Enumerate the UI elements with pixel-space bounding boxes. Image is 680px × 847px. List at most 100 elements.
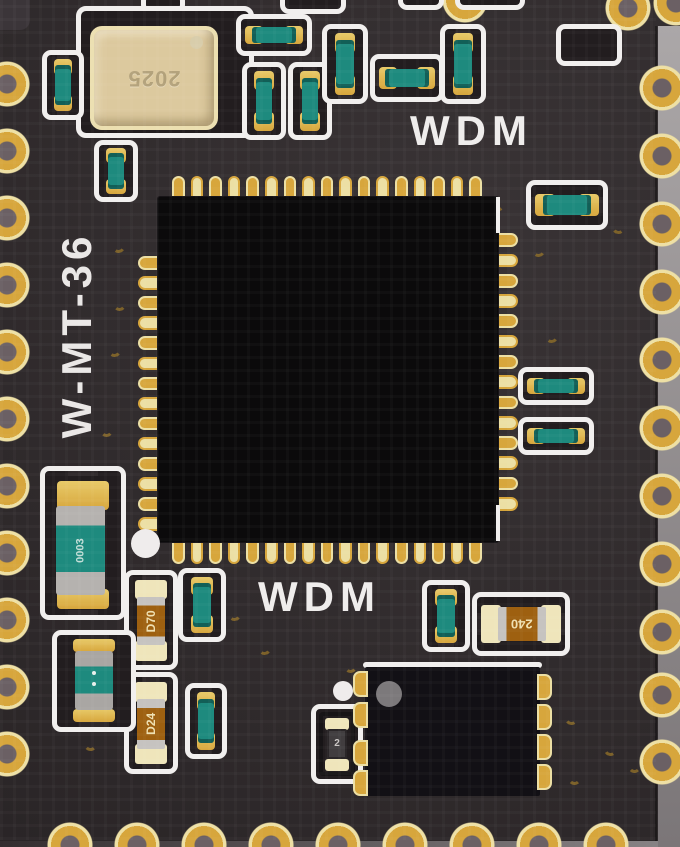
component-c5 (370, 54, 444, 102)
via-mark (627, 759, 642, 774)
capacitor-body (255, 77, 273, 125)
via-mark (611, 220, 626, 235)
outline-gap (303, 130, 317, 135)
castellated-pad-left (0, 664, 30, 710)
outline-gap (56, 55, 70, 60)
castellated-pad-bottom (315, 822, 361, 847)
via-mark (563, 710, 580, 727)
outline-gap (257, 67, 271, 72)
component-c8 (94, 140, 138, 202)
solder-pad (73, 638, 115, 653)
ic-pin1-dot (376, 681, 402, 707)
backdrop-top-left-corner (0, 0, 30, 30)
capacitor-body (542, 195, 592, 215)
outline-gap (67, 471, 99, 476)
chip-silkscreen-tick (496, 505, 500, 541)
castellated-pad-right (639, 541, 680, 587)
castellated-pad-right (639, 65, 680, 111)
component-c6 (440, 24, 486, 104)
castellated-pad-bottom (181, 822, 227, 847)
component-fp1 (556, 24, 622, 66)
outline-gap (199, 749, 213, 754)
outline-gap (560, 613, 565, 635)
via-mark (83, 737, 98, 752)
outline-gap (303, 67, 317, 72)
via-mark (602, 741, 619, 758)
component-c7 (42, 50, 84, 120)
castellated-pad-left (0, 61, 30, 107)
outline-gap (455, 94, 471, 99)
castellated-pad-top (653, 0, 680, 26)
capacitor-body (454, 40, 472, 88)
component-r3: 240 (472, 592, 570, 656)
outline-gap (584, 380, 589, 392)
outline-gap (438, 585, 454, 590)
footprint-outline (455, 0, 525, 10)
outline-gap (523, 380, 528, 392)
outline-gap (523, 430, 528, 442)
component-c9 (526, 180, 608, 230)
outline-gap (337, 94, 353, 99)
castellated-pad-right (639, 133, 680, 179)
capacitor-body (436, 594, 456, 638)
outline-gap (434, 70, 439, 86)
castellated-pad-bottom (47, 822, 93, 847)
outline-gap (79, 635, 109, 640)
outline-gap (199, 688, 213, 693)
capacitor-body (251, 27, 297, 43)
ic-pad-right (537, 674, 552, 700)
castellated-pad-left (0, 128, 30, 174)
castellated-pad-left (0, 195, 30, 241)
crystal-pin1-dot (190, 36, 203, 49)
castellated-pad-left (0, 530, 30, 576)
outline-gap (241, 28, 246, 42)
outline-gap (142, 660, 160, 665)
capacitor-body (336, 40, 354, 88)
castellated-pad-right (639, 405, 680, 451)
bead-dot (91, 670, 96, 675)
solder-pad (541, 604, 561, 644)
castellated-pad-right (639, 269, 680, 315)
outline-gap (584, 430, 589, 442)
ic-pad-right (537, 764, 552, 790)
via-mark (112, 297, 127, 312)
capacitor-body (107, 153, 125, 189)
ic-pad-right (537, 704, 552, 730)
solder-pad (135, 640, 167, 661)
castellated-pad-bottom (583, 822, 629, 847)
castellated-pad-right (639, 201, 680, 247)
outline-gap (257, 130, 271, 135)
component-c14 (185, 683, 227, 759)
capacitor-body (385, 68, 429, 88)
chip-pin1-dot (131, 529, 160, 558)
outline-gap (531, 197, 536, 213)
castellated-pad-right (639, 473, 680, 519)
footprint-outline (280, 0, 346, 14)
solder-pad (57, 481, 109, 510)
resistor-body: 2 (326, 729, 348, 759)
solder-pad (135, 681, 167, 702)
ic-pad-right (537, 734, 552, 760)
component-c11 (518, 417, 594, 455)
castellated-pad-left (0, 731, 30, 777)
component-c1 (236, 14, 312, 56)
outline-gap (194, 573, 210, 578)
outline-gap (79, 722, 109, 727)
outline-gap (109, 192, 123, 197)
outline-gap (438, 642, 454, 647)
outline-gap (67, 610, 99, 615)
component-c2 (242, 62, 286, 140)
component-c12 (178, 568, 226, 642)
castellated-pad-bottom (114, 822, 160, 847)
ic-pad-left (353, 740, 368, 766)
outline-gap (56, 110, 70, 115)
castellated-pad-left (0, 597, 30, 643)
castellated-pad-right (639, 672, 680, 718)
outline-gap (477, 613, 482, 635)
outline-gap (302, 28, 307, 42)
outline-gap (194, 632, 210, 637)
solder-pad (73, 708, 115, 723)
solder-pad (325, 718, 349, 730)
ic-pad-left (353, 770, 368, 796)
secondary-ic-silkscreen-line (363, 662, 542, 668)
